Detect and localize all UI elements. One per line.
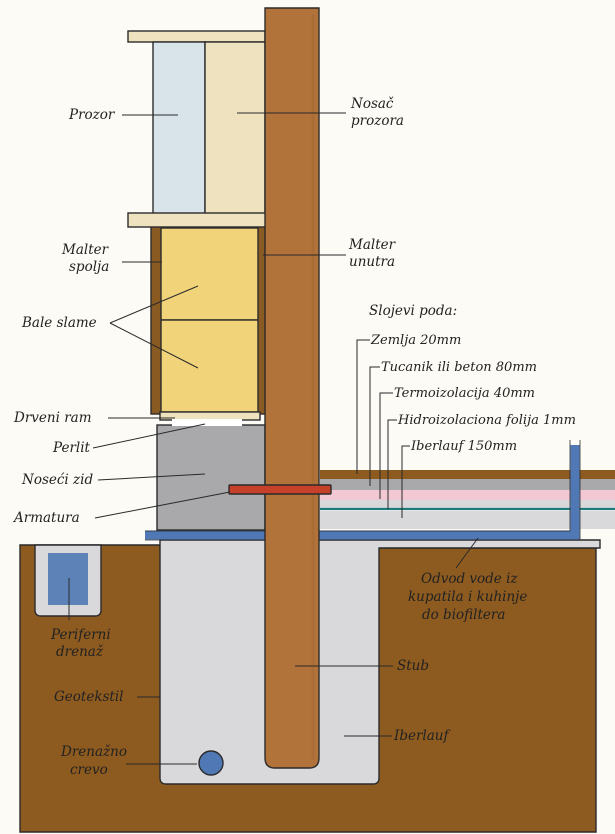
label-drenazno-1: Drenažno [60,744,127,760]
floor-layer-iberlauf [320,511,615,529]
window-sill [127,212,281,228]
label-termo: Termoizolacija 40mm [394,386,535,401]
label-malter-unutra-2: unutra [349,254,395,270]
topsoil-strip [320,470,615,479]
floor-layer-zemlja [320,479,615,490]
wooden-frame [159,411,261,421]
label-perlit: Perlit [52,440,91,456]
label-slojevi: Slojevi poda: [369,303,457,319]
label-odvod-3: do biofiltera [422,607,505,623]
rebar [228,484,332,495]
straw-bale-upper [159,227,261,321]
window-glass [152,41,206,215]
label-nosac-2: prozora [351,113,404,129]
label-iberlauf-layer: Iberlauf 150mm [410,439,517,454]
label-armatura: Armatura [12,510,80,526]
post [264,7,320,769]
label-geotekstil: Geotekstil [54,689,123,705]
floor-layer-tucanik [320,500,615,508]
label-prozor: Prozor [68,107,116,123]
label-malter-spolja-1: Malter [61,242,110,258]
peripheral-drain-fill [48,553,88,605]
label-zemlja: Zemlja 20mm [370,333,461,348]
floor-layer-termo [320,490,615,500]
straw-bale-lower [159,319,261,413]
label-malter-spolja-2: spolja [69,259,109,275]
label-periferni-1: Periferni [50,627,111,643]
perlite [172,419,242,426]
label-stub: Stub [397,658,429,674]
label-nosac-1: Nosač [350,96,394,112]
label-noseci-zid: Noseći zid [21,472,93,488]
label-drenazno-2: crevo [70,762,108,778]
label-bale-slame: Bale slame [21,315,97,331]
label-tucanik: Tucanik ili beton 80mm [381,360,537,375]
label-odvod-1: Odvod vode iz [421,571,518,587]
plaster-outside [150,225,162,415]
label-hidro: Hidroizolaciona folija 1mm [397,413,576,428]
window-support [204,41,266,215]
leader-lines [68,112,479,765]
label-malter-unutra-1: Malter [348,237,397,253]
label-odvod-2: kupatila i kuhinje [408,589,527,605]
label-periferni-2: drenaž [56,644,104,660]
bearing-wall [156,424,266,531]
drainage-hose [198,750,224,776]
label-iberlauf: Iberlauf [393,728,450,744]
label-drveni-ram: Drveni ram [13,410,92,426]
window-lintel-top [127,30,266,43]
